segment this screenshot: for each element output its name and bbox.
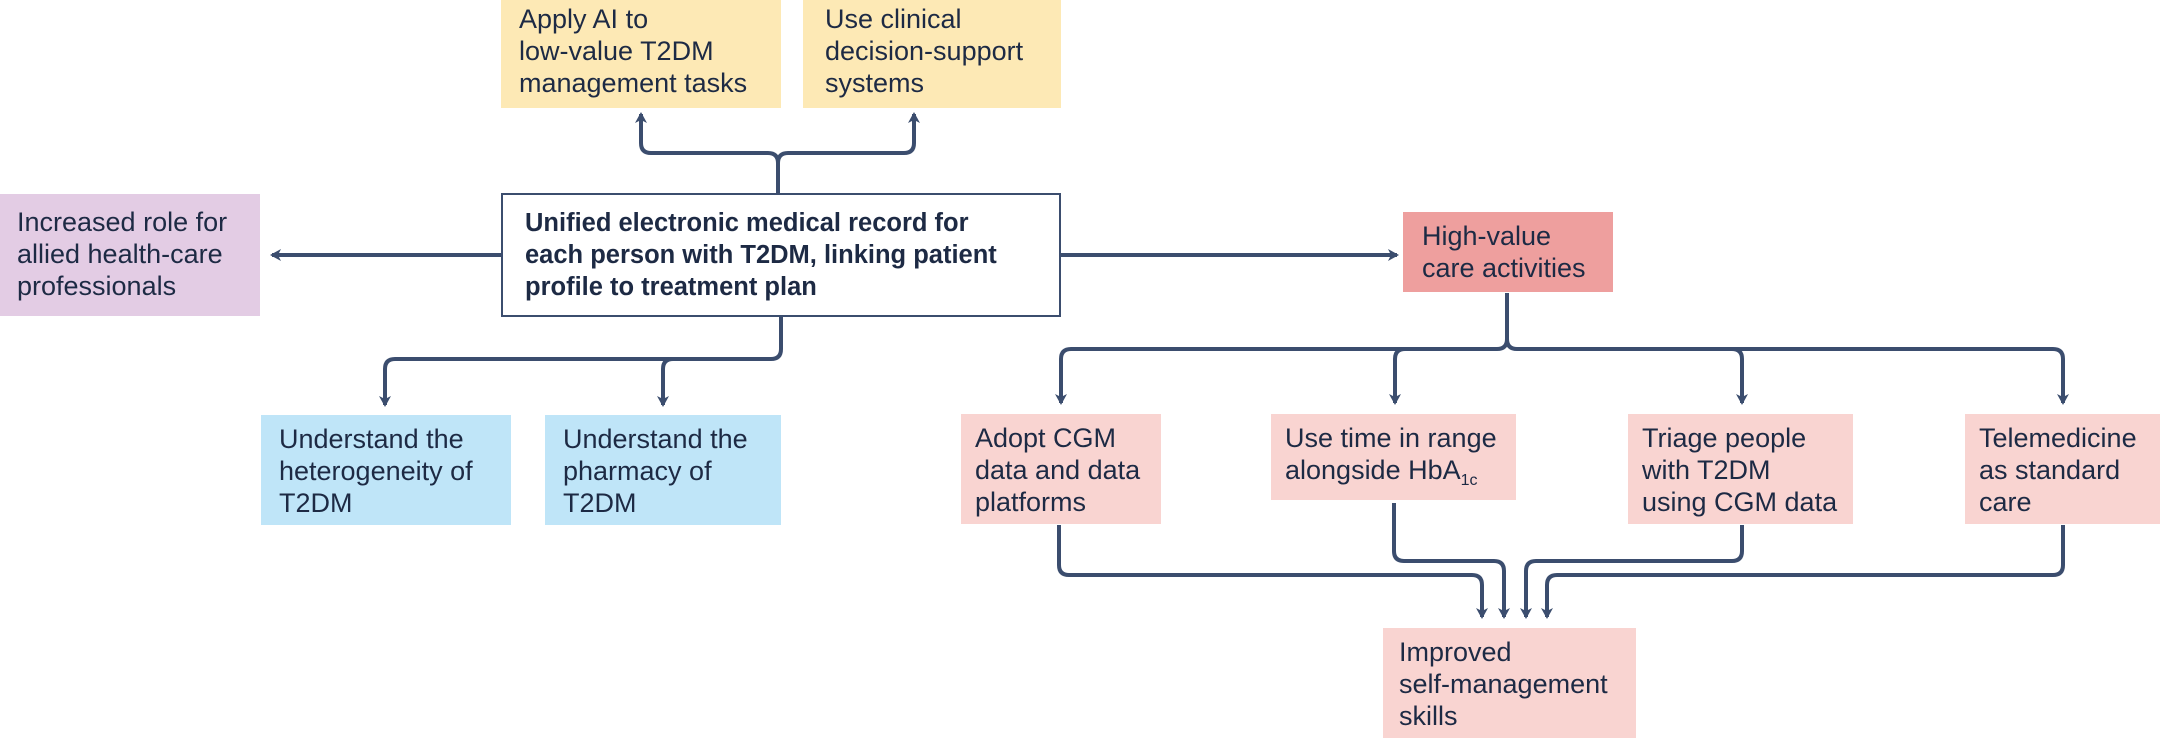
time-in-range-line2: alongside HbA: [1285, 455, 1461, 485]
time-in-range-box: Use time in range alongside HbA1c: [1271, 414, 1516, 500]
connector-emr-to-ai: [635, 112, 780, 193]
clinical-decision-support-label: Use clinical decision-support systems: [825, 4, 1024, 98]
connector-cgm-to-self-management: [1057, 525, 1488, 619]
time-in-range-line1: Use time in range: [1285, 423, 1497, 453]
triage-label: Triage people with T2DM using CGM data: [1642, 423, 1838, 517]
connector-triage-to-self-management: [1520, 525, 1744, 619]
connector-high-value-to-cgm: [1055, 293, 1509, 405]
time-in-range-label: Use time in range alongside HbA1c: [1285, 422, 1508, 489]
connector-high-value-to-tir: [1389, 347, 1406, 405]
connector-high-value-to-telemedicine: [1732, 347, 2069, 405]
connector-emr-to-cdss: [776, 112, 920, 164]
self-management-label: Improved self-management skills: [1399, 637, 1608, 731]
pharmacy-label: Understand the pharmacy of T2DM: [563, 424, 748, 518]
unified-emr-label: Unified electronic medical record for ea…: [525, 209, 997, 301]
pharmacy-box: Understand the pharmacy of T2DM: [545, 415, 781, 525]
self-management-box: Improved self-management skills: [1383, 628, 1636, 738]
heterogeneity-label: Understand the heterogeneity of T2DM: [279, 424, 473, 518]
triage-box: Triage people with T2DM using CGM data: [1628, 414, 1853, 524]
connector-telemedicine-to-self-management: [1541, 525, 2065, 619]
allied-health-label: Increased role for allied health-care pr…: [17, 207, 228, 301]
high-value-care-label: High-value care activities: [1422, 221, 1586, 283]
connector-tir-to-self-management: [1392, 503, 1510, 619]
connector-emr-to-pharmacy: [657, 357, 674, 407]
high-value-care-box: High-value care activities: [1403, 212, 1613, 292]
adopt-cgm-box: Adopt CGM data and data platforms: [961, 414, 1161, 524]
adopt-cgm-label: Adopt CGM data and data platforms: [975, 423, 1141, 517]
connector-emr-to-heterogeneity: [379, 317, 783, 407]
telemedicine-label: Telemedicine as standard care: [1979, 423, 2137, 517]
clinical-decision-support-box: Use clinical decision-support systems: [803, 0, 1061, 108]
hba1c-subscript: 1c: [1460, 472, 1478, 489]
connector-high-value-to-triage: [1505, 338, 1748, 405]
allied-health-box: Increased role for allied health-care pr…: [0, 194, 260, 316]
heterogeneity-box: Understand the heterogeneity of T2DM: [261, 415, 511, 525]
telemedicine-box: Telemedicine as standard care: [1965, 414, 2160, 524]
ai-low-value-tasks-label: Apply AI to low-value T2DM management ta…: [519, 4, 748, 98]
unified-emr-box: Unified electronic medical record for ea…: [501, 193, 1061, 317]
ai-low-value-tasks-box: Apply AI to low-value T2DM management ta…: [501, 0, 781, 108]
